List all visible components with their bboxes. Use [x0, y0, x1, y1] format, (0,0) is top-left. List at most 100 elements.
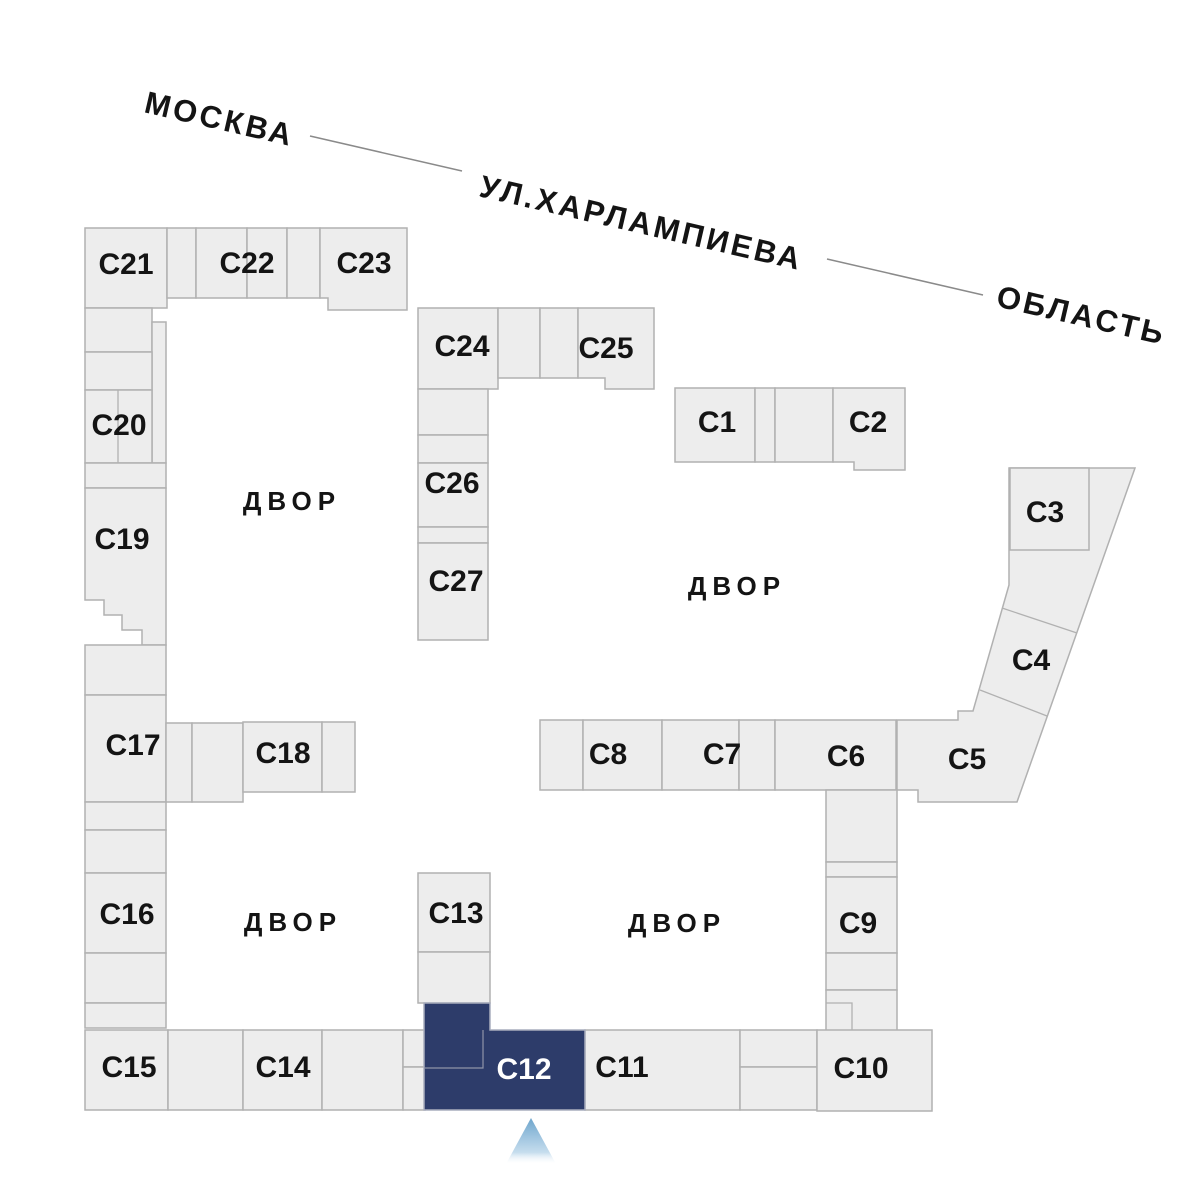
selected-pointer-icon	[506, 1118, 556, 1164]
building-compartment[interactable]	[417, 462, 489, 528]
building-compartment[interactable]	[84, 694, 167, 803]
building-compartment[interactable]	[84, 872, 167, 954]
building-compartment[interactable]	[825, 876, 898, 954]
selected-building-shape[interactable]	[423, 1002, 586, 1111]
building-c4[interactable]	[979, 607, 1078, 717]
building-compartment[interactable]	[84, 487, 167, 646]
building-compartment[interactable]	[84, 952, 167, 1004]
building-compartment[interactable]	[825, 952, 898, 991]
building-inner-line	[826, 1002, 853, 1033]
building-c16-label: С16	[99, 898, 154, 931]
building-compartment[interactable]	[584, 1029, 741, 1111]
building-c5[interactable]	[896, 467, 1137, 803]
building-compartment[interactable]	[417, 388, 489, 436]
building-c11[interactable]	[584, 1029, 818, 1111]
building-compartment[interactable]	[402, 1066, 426, 1111]
building-compartment[interactable]	[832, 387, 906, 471]
building-compartment[interactable]	[191, 722, 244, 803]
building-compartment[interactable]	[577, 307, 655, 390]
building-compartment[interactable]	[417, 542, 489, 641]
building-compartment[interactable]	[84, 227, 168, 309]
building-c8[interactable]	[539, 719, 663, 791]
building-compartment[interactable]	[739, 1066, 818, 1111]
building-c21[interactable]	[84, 227, 168, 309]
building-c3[interactable]	[1009, 467, 1090, 551]
building-c2-label: С2	[849, 406, 887, 439]
building-compartment[interactable]	[321, 1029, 404, 1111]
building-compartment[interactable]	[84, 307, 153, 353]
building-c2[interactable]	[832, 387, 906, 471]
building-compartment[interactable]	[674, 387, 756, 463]
building-compartment[interactable]	[1009, 467, 1090, 551]
building-compartment[interactable]	[539, 719, 584, 791]
building-compartment[interactable]	[166, 227, 197, 299]
building-compartment[interactable]	[816, 1029, 933, 1112]
building-compartment[interactable]	[84, 1029, 169, 1111]
building-compartment[interactable]	[84, 644, 167, 696]
building-compartment[interactable]	[774, 719, 897, 791]
building-c9[interactable]	[825, 861, 898, 1034]
building-compartment[interactable]	[582, 719, 663, 791]
building-c14[interactable]	[242, 1029, 426, 1111]
building-c10[interactable]	[816, 1029, 933, 1112]
building-compartment[interactable]	[84, 1002, 167, 1029]
building-compartment[interactable]	[242, 721, 323, 793]
building-c16[interactable]	[84, 829, 167, 1029]
building-compartment[interactable]	[497, 307, 541, 379]
building-c27-label: С27	[428, 565, 483, 598]
building-compartment[interactable]	[417, 526, 489, 544]
building-c22[interactable]	[166, 227, 321, 299]
building-compartment[interactable]	[825, 989, 898, 1034]
courtyard-label-top-left: ДВОР	[243, 486, 341, 516]
building-compartment[interactable]	[167, 1029, 244, 1111]
street-divider-line-right	[826, 258, 984, 296]
building-compartment[interactable]	[738, 719, 776, 791]
building-c1[interactable]	[674, 387, 834, 463]
building-compartment[interactable]	[165, 722, 193, 803]
building-c13[interactable]	[417, 872, 491, 1004]
building-c8-label: С8	[589, 738, 627, 771]
building-compartment[interactable]	[417, 434, 489, 464]
building-compartment[interactable]	[151, 321, 167, 464]
building-compartment[interactable]	[321, 721, 356, 793]
building-compartment[interactable]	[84, 351, 153, 391]
building-c17[interactable]	[84, 694, 244, 831]
building-compartment[interactable]	[539, 307, 579, 379]
building-c21-label: С21	[98, 248, 153, 281]
building-compartment[interactable]	[754, 387, 776, 463]
building-compartment[interactable]	[84, 801, 167, 831]
building-compartment[interactable]	[739, 1029, 818, 1068]
building-c7-label: С7	[703, 738, 741, 771]
building-compartment[interactable]	[84, 829, 167, 874]
building-compartment[interactable]	[242, 1029, 323, 1111]
building-c25[interactable]	[577, 307, 655, 390]
building-c5-label: С5	[948, 743, 986, 776]
building-c26[interactable]	[417, 388, 489, 528]
building-compartment[interactable]	[402, 1029, 426, 1068]
building-compartment[interactable]	[774, 387, 834, 463]
building-c6[interactable]	[774, 719, 898, 863]
building-compartment[interactable]	[661, 719, 740, 791]
building-c12-selected[interactable]	[423, 1002, 586, 1111]
building-c15[interactable]	[84, 1029, 244, 1111]
building-c7[interactable]	[661, 719, 776, 791]
building-compartment[interactable]	[319, 227, 408, 311]
building-compartment[interactable]	[896, 467, 1137, 803]
building-compartment[interactable]	[417, 951, 491, 1004]
building-c12-label: С12	[496, 1053, 551, 1086]
building-compartment[interactable]	[825, 861, 898, 878]
street-oblast-label: ОБЛАСТЬ	[993, 279, 1169, 352]
building-c27[interactable]	[417, 526, 489, 641]
building-c20[interactable]	[84, 307, 167, 489]
building-c19[interactable]	[84, 487, 167, 696]
building-compartment[interactable]	[195, 227, 248, 299]
building-c18[interactable]	[242, 721, 356, 793]
building-c23[interactable]	[319, 227, 408, 311]
building-c24[interactable]	[417, 307, 579, 390]
building-c26-label: С26	[424, 467, 479, 500]
building-compartment[interactable]	[286, 227, 321, 299]
building-inner-line	[979, 689, 1048, 717]
building-compartment[interactable]	[84, 462, 167, 489]
building-compartment[interactable]	[825, 789, 898, 863]
